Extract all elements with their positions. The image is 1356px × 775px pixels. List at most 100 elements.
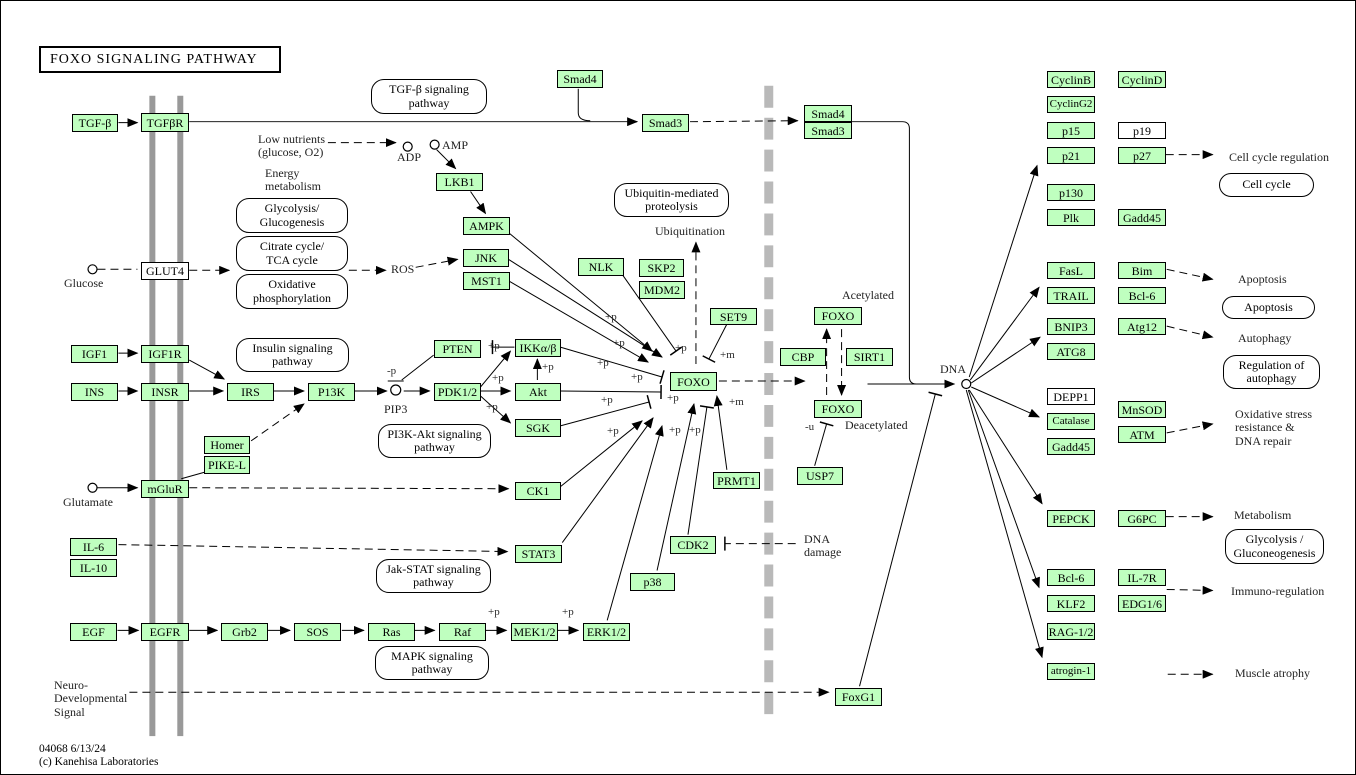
gene-atm[interactable]: ATM bbox=[1118, 426, 1166, 443]
copyright: (c) Kanehisa Laboratories bbox=[39, 756, 159, 768]
gene-il6[interactable]: IL-6 bbox=[70, 538, 117, 556]
gene-akt[interactable]: Akt bbox=[515, 383, 561, 401]
gene-p15[interactable]: p15 bbox=[1047, 122, 1095, 139]
gene-glut4[interactable]: GLUT4 bbox=[141, 262, 189, 280]
gene-trail[interactable]: TRAIL bbox=[1047, 287, 1095, 304]
gene-egfr[interactable]: EGFR bbox=[141, 623, 189, 641]
gene-p38[interactable]: p38 bbox=[630, 573, 675, 591]
gene-foxg1[interactable]: FoxG1 bbox=[835, 688, 882, 706]
gene-egf[interactable]: EGF bbox=[70, 623, 117, 641]
gene-raf[interactable]: Raf bbox=[439, 623, 486, 641]
activation-edge bbox=[968, 389, 1043, 505]
gene-g6pc[interactable]: G6PC bbox=[1118, 510, 1166, 527]
gene-ampk[interactable]: AMPK bbox=[463, 217, 510, 235]
gene-sirt1[interactable]: SIRT1 bbox=[846, 348, 893, 366]
gene-gadd45b[interactable]: Gadd45 bbox=[1047, 438, 1095, 455]
gene-bcl6b[interactable]: Bcl-6 bbox=[1047, 569, 1095, 586]
gene-tgfbr[interactable]: TGFβR bbox=[141, 113, 189, 132]
gene-cbp[interactable]: CBP bbox=[780, 348, 826, 366]
pathway-box-citrate-cycle[interactable]: Citrate cycle/ TCA cycle bbox=[236, 236, 348, 271]
gene-il10[interactable]: IL-10 bbox=[70, 559, 117, 577]
gene-klf2[interactable]: KLF2 bbox=[1047, 595, 1095, 612]
gene-smad3a[interactable]: Smad3 bbox=[642, 114, 689, 132]
gene-p27[interactable]: p27 bbox=[1118, 147, 1166, 164]
gene-bim[interactable]: Bim bbox=[1118, 262, 1166, 279]
gene-atg8[interactable]: ATG8 bbox=[1047, 343, 1095, 360]
gene-smad3b[interactable]: Smad3 bbox=[804, 122, 852, 139]
gene-smad4a[interactable]: Smad4 bbox=[557, 70, 603, 88]
gene-sgk[interactable]: SGK bbox=[515, 419, 561, 437]
gene-p19[interactable]: p19 bbox=[1118, 122, 1166, 139]
gene-gadd45a[interactable]: Gadd45 bbox=[1118, 209, 1166, 226]
gene-ins[interactable]: INS bbox=[71, 383, 118, 401]
gene-cycling2[interactable]: CyclinG2 bbox=[1047, 96, 1095, 113]
pathway-box-insulin-signaling[interactable]: Insulin signaling pathway bbox=[236, 338, 349, 372]
modifier-label-plusminus-p-5: +p bbox=[613, 337, 625, 349]
gene-foxo[interactable]: FOXO bbox=[670, 372, 717, 391]
gene-nlk[interactable]: NLK bbox=[578, 258, 624, 276]
gene-usp7[interactable]: USP7 bbox=[797, 467, 843, 485]
gene-set9[interactable]: SET9 bbox=[710, 308, 757, 325]
pathway-box-jak-stat[interactable]: Jak-STAT signaling pathway bbox=[376, 559, 491, 593]
gene-p21[interactable]: p21 bbox=[1047, 147, 1095, 164]
gene-skp2[interactable]: SKP2 bbox=[639, 259, 684, 277]
gene-edg16[interactable]: EDG1/6 bbox=[1118, 595, 1166, 612]
gene-il7r[interactable]: IL-7R bbox=[1118, 569, 1166, 586]
gene-foxo_ac[interactable]: FOXO bbox=[814, 307, 862, 325]
gene-plk[interactable]: Plk bbox=[1047, 209, 1095, 226]
gene-bnip3[interactable]: BNIP3 bbox=[1047, 318, 1095, 335]
gene-ikkab[interactable]: IKKα/β bbox=[515, 339, 561, 357]
gene-p130[interactable]: p130 bbox=[1047, 184, 1095, 201]
label-dna: DNA bbox=[940, 362, 966, 376]
pathway-box-apoptosis-box[interactable]: Apoptosis bbox=[1222, 296, 1315, 319]
gene-depp1[interactable]: DEPP1 bbox=[1047, 388, 1095, 405]
pip3-molecule bbox=[390, 384, 402, 396]
gene-igf1r[interactable]: IGF1R bbox=[141, 345, 189, 363]
gene-irs[interactable]: IRS bbox=[227, 383, 274, 401]
gene-jnk[interactable]: JNK bbox=[463, 249, 509, 267]
pathway-box-glycolysis[interactable]: Glycolysis/ Glucogenesis bbox=[236, 198, 348, 233]
gene-p13k[interactable]: P13K bbox=[308, 383, 355, 401]
gene-sos[interactable]: SOS bbox=[294, 623, 341, 641]
activation-edge bbox=[559, 420, 643, 488]
gene-erk12[interactable]: ERK1/2 bbox=[583, 623, 630, 641]
gene-fasl[interactable]: FasL bbox=[1047, 262, 1095, 279]
gene-smad4b[interactable]: Smad4 bbox=[804, 105, 852, 122]
gene-pten[interactable]: PTEN bbox=[434, 340, 481, 358]
gene-mek12[interactable]: MEK1/2 bbox=[511, 623, 558, 641]
gene-mst1[interactable]: MST1 bbox=[463, 272, 510, 290]
pathway-box-tgfb-signaling[interactable]: TGF-β signaling pathway bbox=[371, 79, 487, 114]
gene-bcl6a[interactable]: Bcl-6 bbox=[1118, 287, 1166, 304]
gene-grb2[interactable]: Grb2 bbox=[221, 623, 268, 641]
gene-igf1[interactable]: IGF1 bbox=[71, 345, 118, 363]
pathway-box-mapk[interactable]: MAPK signaling pathway bbox=[375, 646, 489, 680]
gene-mglur[interactable]: mGluR bbox=[141, 480, 189, 498]
gene-cdk2[interactable]: CDK2 bbox=[670, 536, 716, 554]
gene-atg12[interactable]: Atg12 bbox=[1118, 318, 1166, 335]
gene-prmt1[interactable]: PRMT1 bbox=[713, 472, 760, 489]
gene-homer[interactable]: Homer bbox=[204, 436, 250, 454]
gene-catalase[interactable]: Catalase bbox=[1047, 413, 1095, 430]
pathway-box-oxidative-phosphorylation[interactable]: Oxidative phosphorylation bbox=[236, 274, 348, 309]
gene-ras[interactable]: Ras bbox=[368, 623, 415, 641]
gene-cyclinb[interactable]: CyclinB bbox=[1047, 71, 1095, 88]
gene-stat3[interactable]: STAT3 bbox=[515, 545, 562, 563]
gene-foxo_de[interactable]: FOXO bbox=[814, 400, 862, 418]
gene-pepck[interactable]: PEPCK bbox=[1047, 510, 1095, 527]
gene-rag12[interactable]: RAG-1/2 bbox=[1047, 623, 1095, 640]
pathway-box-ubiquitin-proteolysis[interactable]: Ubiquitin-mediated proteolysis bbox=[614, 183, 729, 217]
pathway-box-glycolysis-gluconeogenesis[interactable]: Glycolysis / Gluconeogenesis bbox=[1225, 529, 1324, 564]
pathway-box-cell-cycle[interactable]: Cell cycle bbox=[1219, 173, 1314, 197]
gene-atrogin1[interactable]: atrogin-1 bbox=[1047, 663, 1095, 680]
gene-insr[interactable]: INSR bbox=[141, 383, 189, 401]
pathway-box-regulation-autophagy[interactable]: Regulation of autophagy bbox=[1223, 355, 1320, 389]
gene-pdk12[interactable]: PDK1/2 bbox=[434, 383, 481, 401]
gene-mnsod[interactable]: MnSOD bbox=[1118, 401, 1166, 418]
gene-mdm2[interactable]: MDM2 bbox=[639, 281, 685, 299]
gene-tgfb[interactable]: TGF-β bbox=[72, 114, 118, 132]
gene-ck1[interactable]: CK1 bbox=[515, 482, 561, 500]
gene-cyclind[interactable]: CyclinD bbox=[1118, 71, 1166, 88]
pathway-box-pi3k-akt[interactable]: PI3K-Akt signaling pathway bbox=[378, 424, 491, 458]
gene-pikel[interactable]: PIKE-L bbox=[204, 456, 250, 474]
gene-lkb1[interactable]: LKB1 bbox=[436, 173, 483, 191]
